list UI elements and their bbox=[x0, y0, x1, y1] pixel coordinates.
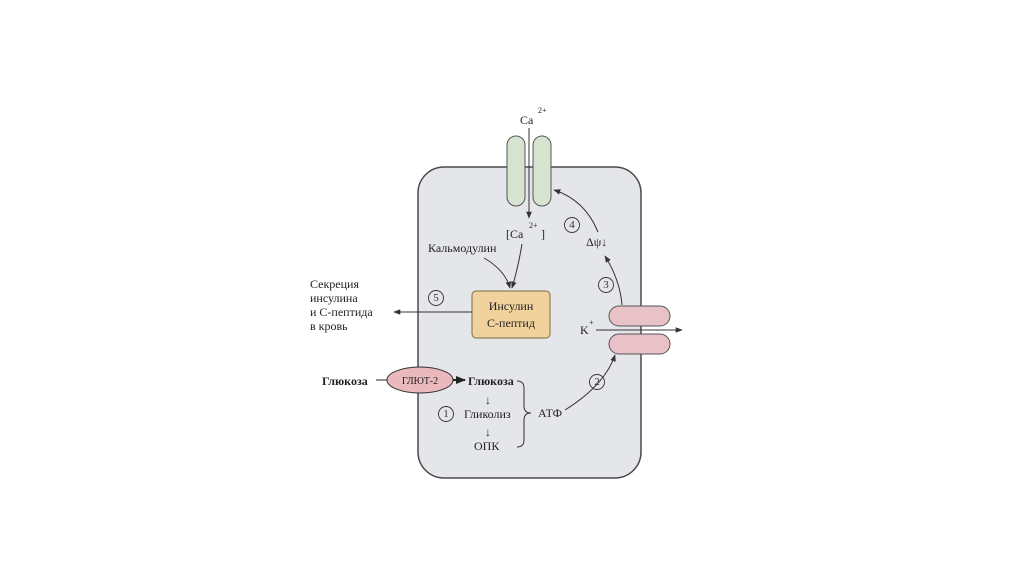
potassium-ion-charge: + bbox=[589, 318, 594, 327]
insulin-label: Инсулин bbox=[489, 299, 534, 313]
step-4-circle bbox=[564, 217, 580, 233]
secretion-line-4: в кровь bbox=[310, 319, 348, 333]
calcium-inside-charge: 2+ bbox=[529, 221, 538, 230]
glut2-label: ГЛЮТ-2 bbox=[402, 376, 438, 387]
membrane-depolarization-label: Δψ↓ bbox=[586, 235, 607, 249]
opk-label: ОПК bbox=[474, 439, 500, 453]
glycolysis-label: Гликолиз bbox=[464, 407, 511, 421]
calcium-outside-label: Ca bbox=[520, 113, 534, 127]
glucose-inside-label: Глюкоза bbox=[468, 374, 514, 388]
secretion-line-1: Секреция bbox=[310, 277, 359, 291]
calcium-inside-label: [Ca bbox=[506, 227, 524, 241]
step-5-number: 5 bbox=[433, 292, 439, 304]
calcium-to-insulin-arrow bbox=[511, 243, 523, 289]
step-5-circle bbox=[428, 290, 444, 306]
opk-down-arrow: ↓ bbox=[485, 425, 491, 439]
step-3-circle bbox=[598, 277, 614, 293]
step-4-number: 4 bbox=[569, 219, 575, 231]
atp-to-k-channel-arrow bbox=[564, 354, 616, 411]
calmodulin-to-insulin-arrow bbox=[483, 257, 512, 289]
secretion-line-3: и С-пептида bbox=[310, 305, 373, 319]
step-3-number: 3 bbox=[603, 279, 609, 291]
step-1-circle bbox=[438, 406, 454, 422]
calcium-outside-charge: 2+ bbox=[538, 106, 547, 115]
step-2-number: 2 bbox=[594, 376, 600, 388]
glucose-outside-label: Глюкоза bbox=[322, 374, 368, 388]
potassium-ion-label: K bbox=[580, 323, 589, 337]
calmodulin-label: Кальмодулин bbox=[428, 241, 497, 255]
k-channel-to-depolarization-arrow bbox=[604, 255, 623, 306]
potassium-channel-top bbox=[608, 305, 671, 327]
step-1-number: 1 bbox=[443, 408, 449, 420]
secretion-line-2: инсулина bbox=[310, 291, 358, 305]
atp-bracket bbox=[516, 380, 532, 448]
potassium-channel-bottom bbox=[608, 333, 671, 355]
calcium-inside-bracket: ] bbox=[541, 227, 545, 241]
step-2-circle bbox=[589, 374, 605, 390]
atp-label: АТФ bbox=[538, 406, 562, 420]
insulin-granule-box bbox=[471, 290, 551, 339]
calcium-channel-left bbox=[506, 135, 526, 207]
c-peptide-label: С-пептид bbox=[487, 316, 535, 330]
glycolysis-down-arrow: ↓ bbox=[485, 393, 491, 407]
depolarization-to-calcium-channel-arrow bbox=[553, 189, 599, 233]
calcium-channel-right bbox=[532, 135, 552, 207]
